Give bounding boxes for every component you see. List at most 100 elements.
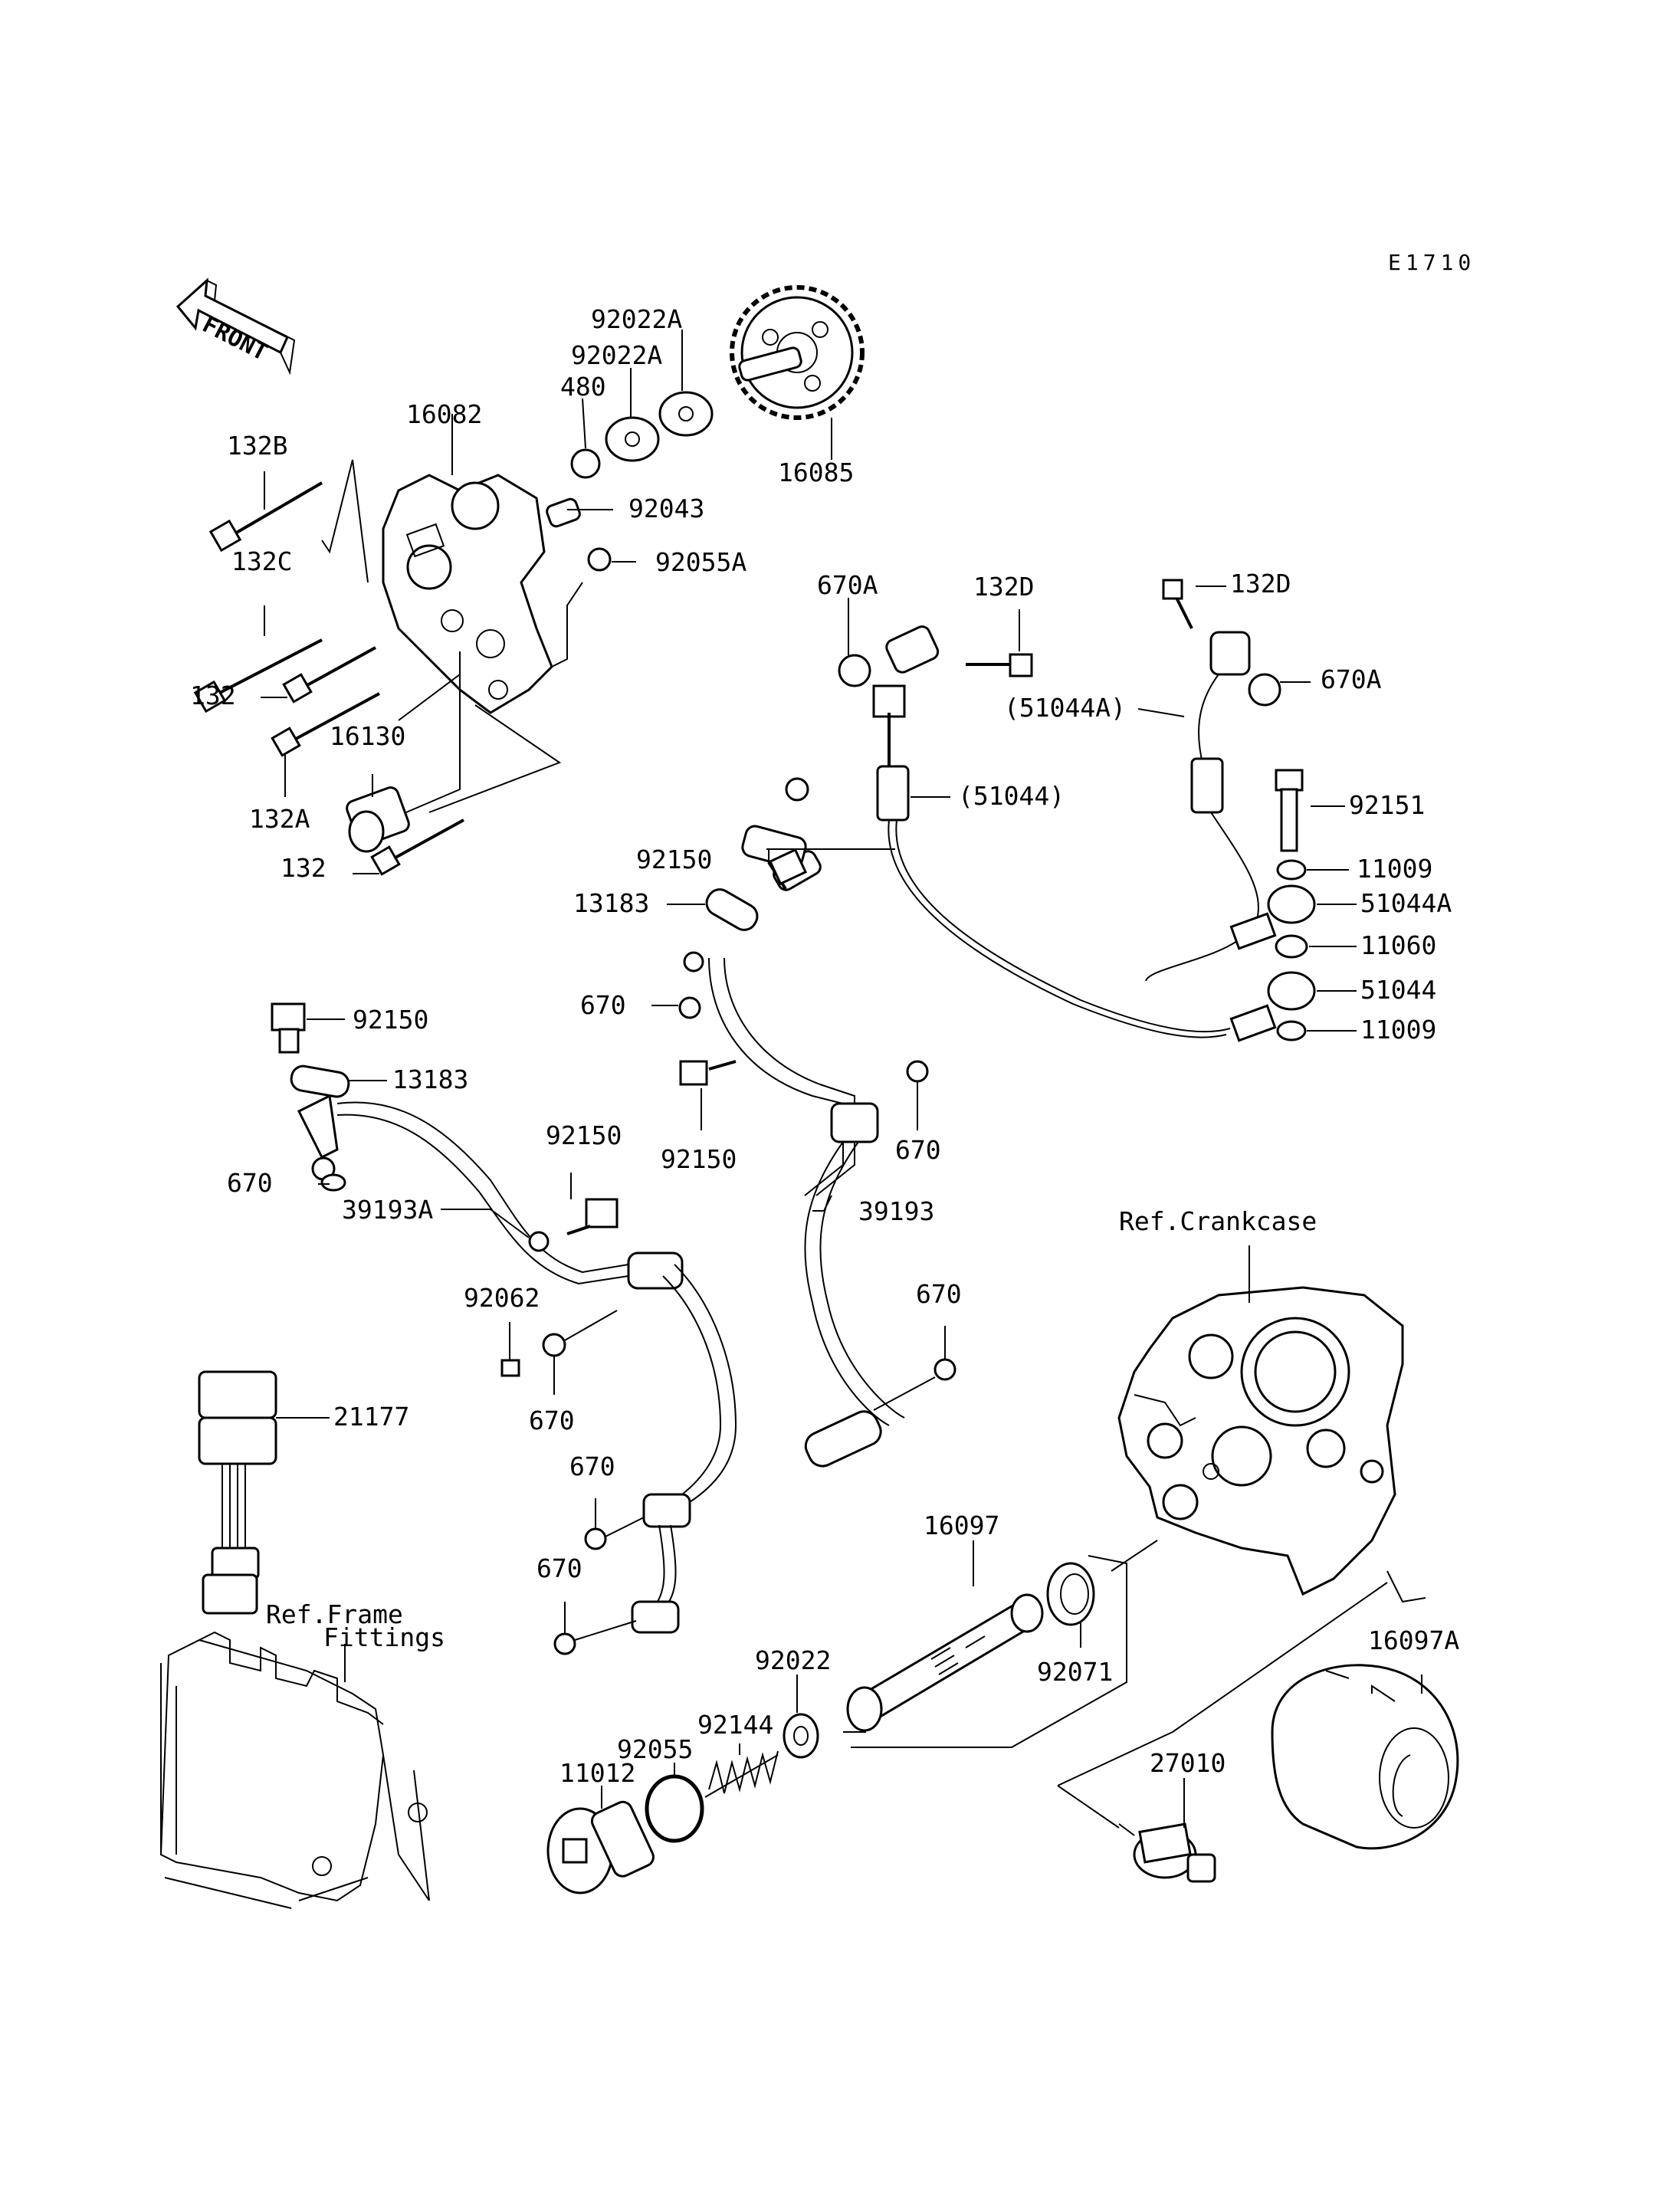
label-13183-left: 13183: [392, 1064, 468, 1094]
label-21177: 21177: [333, 1402, 409, 1432]
switch-27010: [1118, 1822, 1216, 1883]
oil-filter-16097A: [1271, 1664, 1459, 1850]
bolt-132C: [193, 638, 323, 713]
label-16130: 16130: [330, 721, 405, 751]
washer-11009-a: [1276, 859, 1307, 881]
oring-670-mid: [678, 996, 701, 1019]
plug-11012: [546, 1800, 655, 1894]
bolt-92150-center: [679, 1060, 737, 1086]
label-92150-top: 92150: [636, 845, 712, 874]
bolt-132-a: [282, 646, 376, 704]
label-11060: 11060: [1360, 930, 1436, 960]
ring-480: [570, 448, 601, 479]
pin-92043: [546, 497, 581, 528]
label-480: 480: [560, 372, 606, 402]
pipe-39193: [683, 777, 905, 1468]
bolt-92151: [1275, 769, 1304, 852]
spring-92144: [704, 1750, 779, 1798]
oring-670-c3: [553, 1632, 576, 1655]
banjo-51044: [1229, 971, 1316, 1042]
pin-92062: [500, 1359, 520, 1377]
label-92150-center: 92150: [661, 1144, 737, 1174]
label-16097A: 16097A: [1368, 1625, 1459, 1655]
label-92055A: 92055A: [655, 547, 746, 577]
label-39193: 39193: [858, 1196, 934, 1226]
seal-92071: [1046, 1562, 1095, 1626]
bolt-132B: [208, 481, 323, 553]
bolt-92150-mid: [566, 1198, 619, 1235]
washer-11009-b: [1276, 1020, 1307, 1041]
label-92062: 92062: [464, 1283, 540, 1313]
label-670-right-top: 670: [895, 1135, 941, 1165]
label-670-c2: 670: [569, 1451, 615, 1481]
label-ref-crankcase: Ref.Crankcase: [1119, 1206, 1317, 1236]
gear-16085: [730, 285, 865, 420]
plate-13183-left: [290, 1064, 350, 1098]
label-670-c1: 670: [529, 1406, 575, 1435]
label-92144: 92144: [697, 1710, 773, 1740]
relay-21177: [198, 1370, 277, 1615]
label-27010: 27010: [1150, 1748, 1226, 1778]
label-11012: 11012: [559, 1758, 635, 1788]
label-13183-top: 13183: [573, 888, 649, 918]
label-92022A-top: 92022A: [591, 304, 682, 334]
hose-51044: [838, 625, 1231, 1038]
label-ref-frame: Ref.Frame: [266, 1599, 403, 1629]
label-132D-left: 132D: [973, 572, 1034, 602]
label-132-a: 132: [190, 681, 236, 710]
oring-670-left: [320, 1173, 346, 1192]
label-132A: 132A: [249, 804, 310, 834]
label-92043: 92043: [628, 494, 704, 523]
oil-pump-body: [382, 474, 553, 714]
label-132-b: 132: [281, 853, 326, 883]
pipe-39193A: [297, 1094, 737, 1634]
front-arrow-icon: FRONT: [176, 277, 296, 376]
label-16085: 16085: [778, 458, 854, 487]
label-11009-a: 11009: [1357, 854, 1432, 884]
label-670-right-low: 670: [916, 1279, 962, 1309]
label-ref-frame-fittings: Fittings: [323, 1622, 445, 1652]
label-16082: 16082: [406, 399, 482, 429]
frame-fittings: [159, 1631, 430, 1909]
washer-92022: [783, 1713, 819, 1759]
label-16097: 16097: [924, 1511, 999, 1540]
oring-670-right-top: [906, 1060, 929, 1083]
label-92055: 92055: [617, 1734, 693, 1764]
washer-92022A-mid: [605, 416, 660, 462]
strainer-16097: [846, 1593, 1044, 1732]
bolt-132D-left: [966, 653, 1033, 677]
oring-92055: [645, 1774, 704, 1843]
label-670-mid: 670: [580, 990, 626, 1020]
label-132B: 132B: [227, 431, 287, 461]
label-92151: 92151: [1349, 790, 1425, 820]
washer-92022A-top: [658, 391, 714, 437]
bolt-132-b: [370, 818, 464, 876]
label-92071: 92071: [1037, 1657, 1113, 1687]
bolt-132A: [271, 692, 380, 757]
oring-670-c2: [584, 1527, 607, 1550]
label-132D-right: 132D: [1230, 569, 1291, 599]
diagram-code: E1710: [1388, 250, 1475, 275]
label-51044A-paren: (51044A): [1004, 693, 1126, 723]
banjo-51044A: [1229, 884, 1316, 950]
label-92150-mid: 92150: [546, 1120, 622, 1150]
label-11009-b: 11009: [1360, 1015, 1436, 1045]
label-92150-left: 92150: [353, 1005, 428, 1035]
label-670-left: 670: [227, 1168, 273, 1198]
collar-16130: [346, 786, 410, 853]
label-39193A: 39193A: [342, 1195, 433, 1225]
washer-11060: [1275, 934, 1308, 959]
label-670A-left: 670A: [817, 570, 878, 600]
label-92022: 92022: [755, 1645, 831, 1675]
label-51044: 51044: [1360, 975, 1436, 1005]
crankcase: [1117, 1286, 1404, 1596]
oring-92055A: [587, 547, 612, 572]
bolt-92150-top: [767, 848, 808, 891]
label-51044A: 51044A: [1360, 888, 1452, 918]
label-92022A-mid: 92022A: [571, 340, 662, 370]
oring-670-c1: [542, 1333, 566, 1357]
label-670-c3: 670: [536, 1553, 582, 1583]
label-51044-paren: (51044): [958, 781, 1065, 811]
